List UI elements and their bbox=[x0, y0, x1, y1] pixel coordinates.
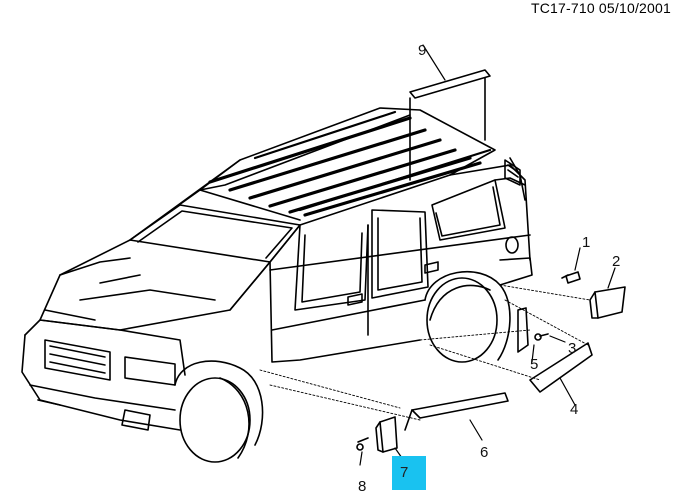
side-body bbox=[229, 157, 531, 363]
callout-8: 8 bbox=[358, 478, 367, 495]
part-8-screw bbox=[356, 437, 369, 466]
callout-7-highlight[interactable]: 7 bbox=[392, 456, 426, 490]
hood bbox=[39, 239, 271, 331]
part-7-front-flap bbox=[375, 416, 403, 459]
callout-7: 7 bbox=[400, 464, 409, 481]
installation-guide-lines bbox=[259, 284, 591, 421]
callout-6: 6 bbox=[480, 444, 489, 461]
part-2-rear-flap bbox=[589, 267, 626, 319]
part-6-front-rocker-molding bbox=[404, 392, 509, 441]
callout-4: 4 bbox=[570, 401, 579, 418]
callout-5: 5 bbox=[530, 356, 539, 373]
rear-marker-lights bbox=[504, 159, 521, 186]
callout-1: 1 bbox=[582, 234, 591, 251]
part-1-bolt bbox=[561, 247, 581, 284]
part-5-rear-guard bbox=[517, 307, 535, 363]
diagram-reference-code: TC17-710 05/10/2001 bbox=[530, 0, 671, 16]
part-9-roof-molding bbox=[409, 44, 491, 181]
part-4-rear-rocker-molding bbox=[529, 342, 593, 406]
front-fascia bbox=[21, 319, 186, 431]
callout-2: 2 bbox=[612, 253, 621, 270]
front-wheel bbox=[174, 360, 264, 463]
windshield bbox=[129, 204, 301, 263]
rear-wheel bbox=[424, 257, 533, 363]
roof-rack-rails bbox=[253, 110, 492, 212]
callout-3: 3 bbox=[568, 340, 577, 357]
part-3-screw bbox=[534, 333, 566, 343]
callout-9: 9 bbox=[418, 42, 427, 59]
